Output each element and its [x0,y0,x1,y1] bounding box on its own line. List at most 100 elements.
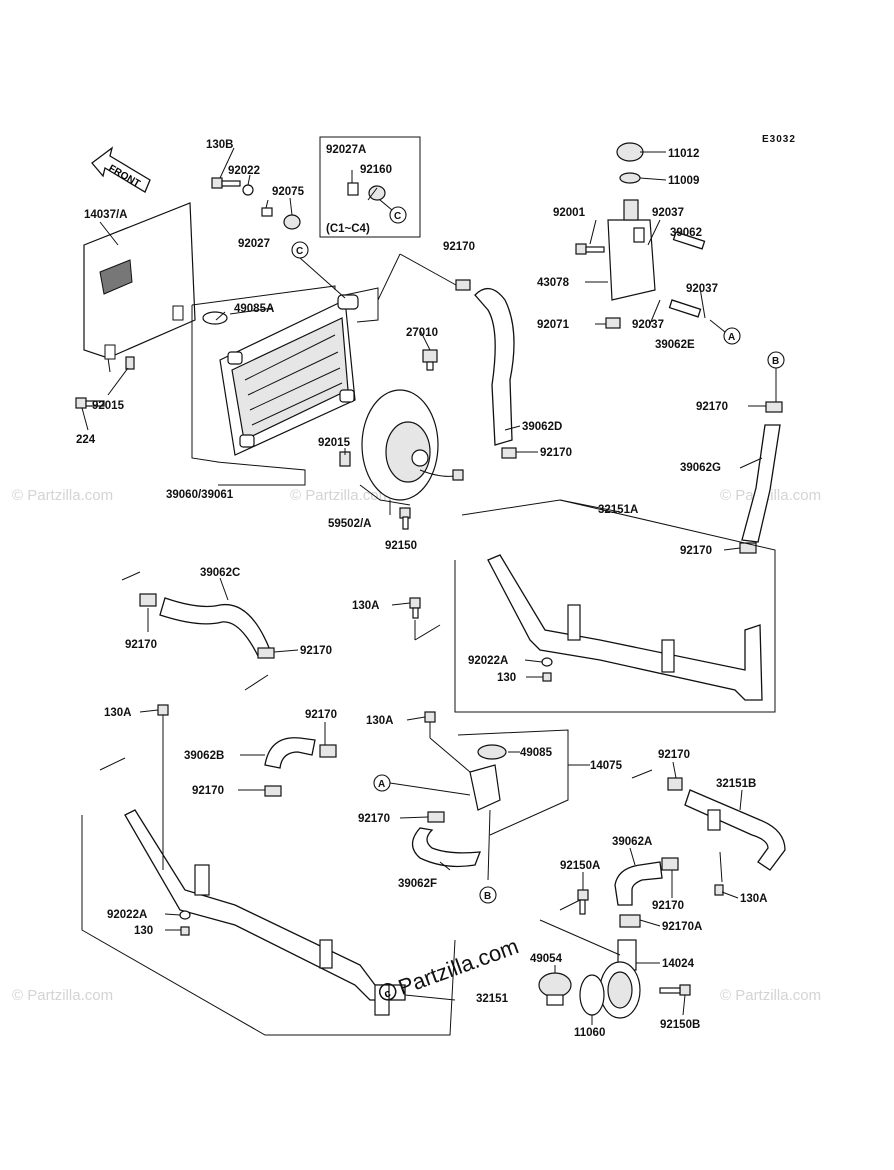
label-92022a-2: 92022A [107,909,147,921]
pipe-32151b [684,789,786,871]
label-92170-b: 92170 [540,447,572,459]
callout-b-2: B [479,886,497,904]
label-92071: 92071 [537,319,570,331]
svg-text:C: C [394,211,401,222]
label-39062a: 39062A [612,836,652,848]
label-39062: 39062 [670,227,702,239]
radiator [202,294,359,456]
fan-switch [422,349,438,371]
svg-text:c: c [383,987,393,1000]
label-92170-j: 92170 [358,813,390,825]
clamp-92170-f [427,811,445,823]
svg-text:A: A [728,332,735,343]
label-92170-i: 92170 [192,785,224,797]
label-11012: 11012 [668,148,699,160]
label-32151b: 32151B [716,778,756,790]
label-92037-a: 92037 [652,207,684,219]
svg-text:A: A [378,779,385,790]
callout-a-2: A [373,774,391,792]
label-11009: 11009 [668,175,699,187]
diagram-code: E3032 [762,134,796,145]
fan [359,389,464,506]
leader-lines [81,147,766,1025]
hose-39062d [474,288,515,446]
bolt-130 [542,672,552,682]
label-92170-f: 92170 [300,645,332,657]
label-92160: 92160 [360,164,392,176]
label-14024: 14024 [662,958,695,970]
washer-92022a [541,657,553,667]
grommet-92075 [283,214,301,230]
watermark-left-bottom: © Partzilla.com [12,987,113,1004]
label-130a-4: 130A [740,893,768,905]
clamp-92170-b2 [264,785,282,797]
callout-c-2: C [379,199,407,224]
watermarks: © Partzilla.com © Partzilla.com © Partzi… [12,487,821,1004]
label-49054: 49054 [530,953,563,965]
label-11060: 11060 [574,1027,605,1039]
label-39062f: 39062F [398,878,437,890]
label-130b: 130B [206,139,234,151]
washer-92022 [242,184,254,196]
housing-14075 [469,764,501,811]
svg-text:B: B [484,891,491,902]
label-39062b: 39062B [184,750,224,762]
clamp-92170-c2 [257,647,275,659]
svg-text:B: B [772,356,779,367]
svg-text:C: C [296,246,303,257]
front-arrow-icon: FRONT [91,146,151,193]
label-49085: 49085 [520,747,553,759]
hose-39062a [614,861,663,906]
grommet-92160 [368,185,386,201]
bolt-130a-2 [157,704,169,716]
bolt-130b [211,177,241,189]
cap-49085 [477,744,507,760]
bolt-130a-4 [714,884,724,896]
label-92001: 92001 [553,207,586,219]
label-92150: 92150 [385,540,417,552]
cap-gasket-11009 [619,172,641,184]
bolt-130a [409,597,421,609]
bolt-130-2 [180,926,190,936]
clamp-92170-top [455,279,471,291]
label-130a-2: 130A [104,707,132,719]
label-39062g: 39062G [680,462,721,474]
reserve-tank [605,199,656,329]
label-43078: 43078 [537,277,570,289]
collar-92027a [347,182,359,196]
pipe-32151 [124,809,406,1001]
hose-39062g [741,424,781,543]
label-32151: 32151 [476,993,509,1005]
callout-b-1: B [767,351,785,402]
callout-a-1: A [709,319,741,345]
radiator-screen [83,202,196,373]
bolt-92150a [577,889,589,915]
label-92170-g: 92170 [305,709,337,721]
thermostat-cover-14024 [599,939,641,1019]
label-92037-c: 92037 [632,319,664,331]
label-92170-k: 92170 [652,900,684,912]
label-39060-39061: 39060/39061 [166,489,234,501]
clamp-92170-c1 [139,593,157,607]
variant-box [319,136,421,238]
collar-92027 [261,207,273,217]
bolt-130a-3 [424,711,436,723]
clip-92015 [125,356,135,370]
label-49085a: 49085A [234,303,274,315]
label-130-2: 130 [134,925,153,937]
label-92150b: 92150B [660,1019,700,1031]
gasket-11060 [579,974,605,1016]
label-92022a-1: 92022A [468,655,508,667]
watermark-right-bottom: © Partzilla.com [720,987,821,1004]
bolt-224 [75,397,105,409]
callout-c-1: C [291,241,309,259]
variant-note: (C1~C4) [326,223,370,235]
label-14037a: 14037/A [84,209,127,221]
tank-cap-11012 [616,142,644,162]
label-39062e: 39062E [655,339,695,351]
label-92170-h: 92170 [658,749,690,761]
label-92015-a: 92015 [92,400,125,412]
label-14075: 14075 [590,760,623,772]
watermark-text: Partzilla.com [395,933,522,1000]
label-92170-d: 92170 [680,545,712,557]
